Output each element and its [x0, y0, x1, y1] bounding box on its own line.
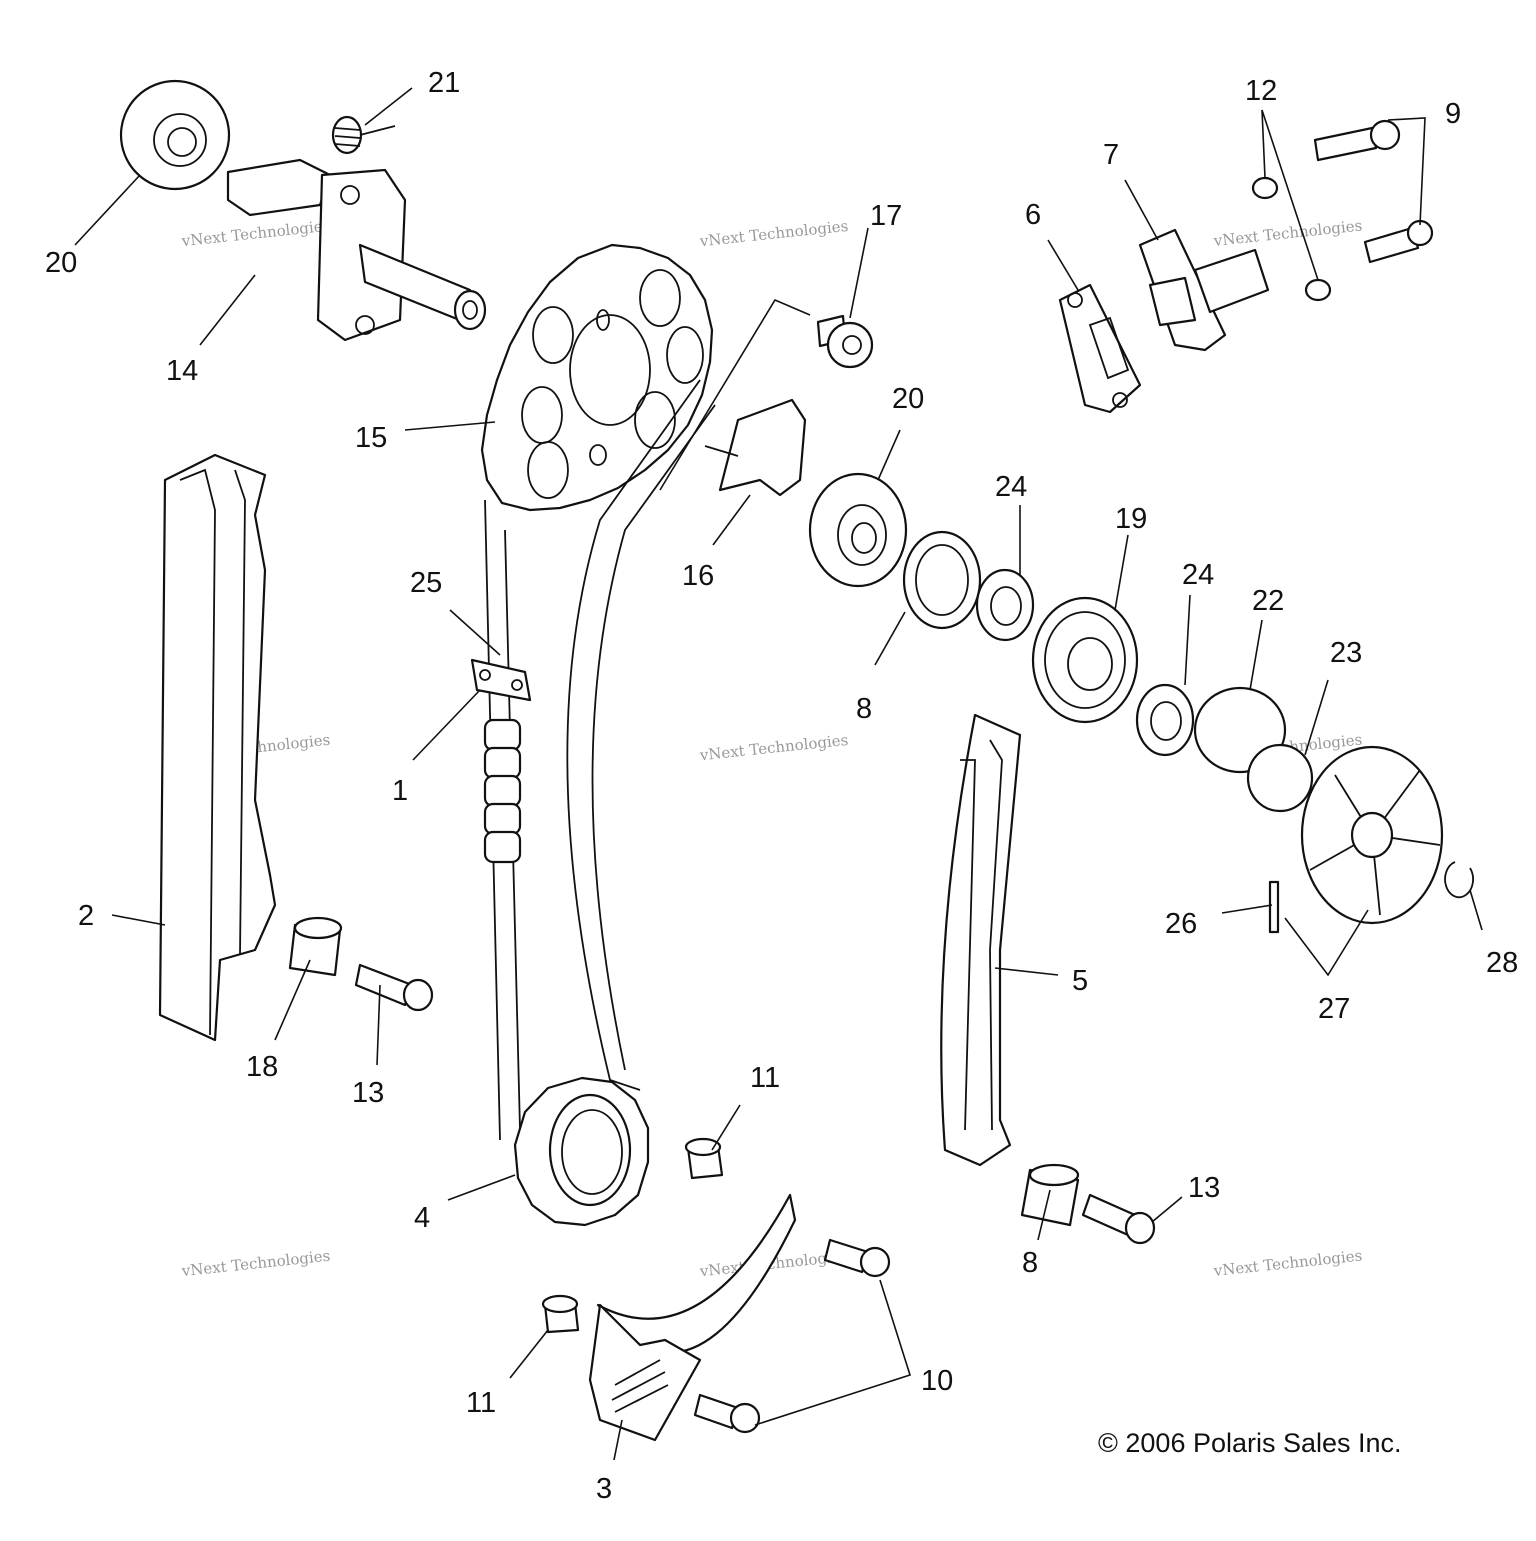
callout-23: 23	[1330, 637, 1362, 669]
part-bearing-center	[808, 472, 908, 588]
watermark-bottom-left: vNext Technologies	[180, 1247, 331, 1281]
callout-17: 17	[870, 200, 902, 232]
watermark-bottom-right: vNext Technologies	[1212, 1246, 1363, 1280]
part-bushing-left	[288, 916, 343, 977]
part-impeller	[1300, 745, 1444, 925]
callout-labels: 21 20 14 15 17 20 16 8 24 19 24 22 23 6 …	[45, 67, 1518, 1505]
watermark-text: vNext Technologies	[698, 217, 849, 251]
callout-6: 6	[1025, 199, 1041, 231]
callout-4: 4	[414, 1202, 430, 1234]
callout-5: 5	[1072, 965, 1088, 997]
callout-11-upper: 11	[750, 1062, 780, 1094]
callout-13-left: 13	[352, 1077, 384, 1109]
part-small-bearing-2	[1135, 683, 1195, 757]
part-washer-ring	[902, 530, 982, 630]
callout-9: 9	[1445, 98, 1461, 130]
callout-3: 3	[596, 1473, 612, 1505]
part-socket-bolt	[816, 314, 874, 369]
callout-16: 16	[682, 560, 714, 592]
watermark-top-right: vNext Technologies	[1212, 216, 1363, 250]
part-chain-links	[483, 718, 522, 864]
part-bolt-10-lower	[693, 1393, 761, 1434]
callout-8-upper: 8	[856, 693, 872, 725]
watermark-text: vNext Technologies	[1212, 216, 1363, 250]
watermark-text: vNext Technologies	[180, 1247, 331, 1281]
callout-19: 19	[1115, 503, 1147, 535]
callout-24-left: 24	[995, 471, 1027, 503]
callout-7: 7	[1103, 139, 1119, 171]
part-small-bearing-1	[975, 568, 1035, 642]
part-washer-12b	[1304, 278, 1332, 302]
copyright-notice: © 2006 Polaris Sales Inc.	[1098, 1428, 1402, 1458]
callout-24-right: 24	[1182, 559, 1214, 591]
callout-20-top: 20	[45, 247, 77, 279]
callout-15: 15	[355, 422, 387, 454]
part-lower-chain-guide	[588, 1193, 797, 1442]
part-bolt-10-upper	[823, 1238, 891, 1278]
callout-27: 27	[1318, 993, 1350, 1025]
part-gasket	[1058, 283, 1142, 414]
callout-18: 18	[246, 1051, 278, 1083]
callout-12: 12	[1245, 75, 1277, 107]
part-bushing-right	[1020, 1163, 1080, 1227]
part-bolt-9b	[1363, 219, 1434, 264]
part-pin	[1268, 880, 1280, 934]
callout-26: 26	[1165, 908, 1197, 940]
part-tensioner-shaft	[226, 158, 487, 342]
part-bolt-9a	[1313, 119, 1401, 162]
part-right-chain-guide	[940, 713, 1022, 1167]
part-dowel-upper	[684, 1137, 724, 1180]
leader-lines	[74, 87, 1483, 1461]
part-master-link	[470, 658, 532, 702]
watermark-text: vNext Technologies	[1212, 1246, 1363, 1280]
part-pulley	[1031, 596, 1139, 724]
part-chain-guide-block	[704, 398, 807, 497]
part-dowel-lower	[541, 1294, 580, 1334]
callout-14: 14	[166, 355, 198, 387]
part-bolt-13-right	[1081, 1193, 1156, 1245]
callout-10: 10	[921, 1365, 953, 1397]
part-crank-sprocket	[513, 1076, 650, 1227]
watermark-top-left: vNext Technologies	[180, 217, 331, 251]
part-left-chain-guide	[158, 453, 277, 1042]
callout-1: 1	[392, 775, 408, 807]
part-cam-sprocket	[480, 243, 714, 512]
part-disc	[1246, 743, 1314, 813]
callout-11-lower: 11	[466, 1387, 496, 1419]
part-tensioner	[1138, 228, 1270, 352]
watermarks: vNext Technologies vNext Technologies vN…	[180, 216, 1363, 1280]
callout-8-lower: 8	[1022, 1247, 1038, 1279]
part-circlip	[1444, 861, 1474, 899]
watermark-top-center: vNext Technologies	[698, 217, 849, 251]
callout-13-right: 13	[1188, 1172, 1220, 1204]
callout-28: 28	[1486, 947, 1518, 979]
part-washer-12a	[1251, 176, 1279, 200]
part-bolt-13-left	[354, 963, 434, 1012]
callout-25: 25	[410, 567, 442, 599]
watermark-text: vNext Technologies	[180, 217, 331, 251]
callout-22: 22	[1252, 585, 1284, 617]
part-spring	[331, 115, 396, 155]
part-bearing-top-left	[119, 79, 231, 191]
callout-2: 2	[78, 900, 94, 932]
watermark-mid-center: vNext Technologies	[698, 731, 849, 765]
callout-20-center: 20	[892, 383, 924, 415]
watermark-text: vNext Technologies	[698, 731, 849, 765]
callout-21: 21	[428, 67, 460, 99]
